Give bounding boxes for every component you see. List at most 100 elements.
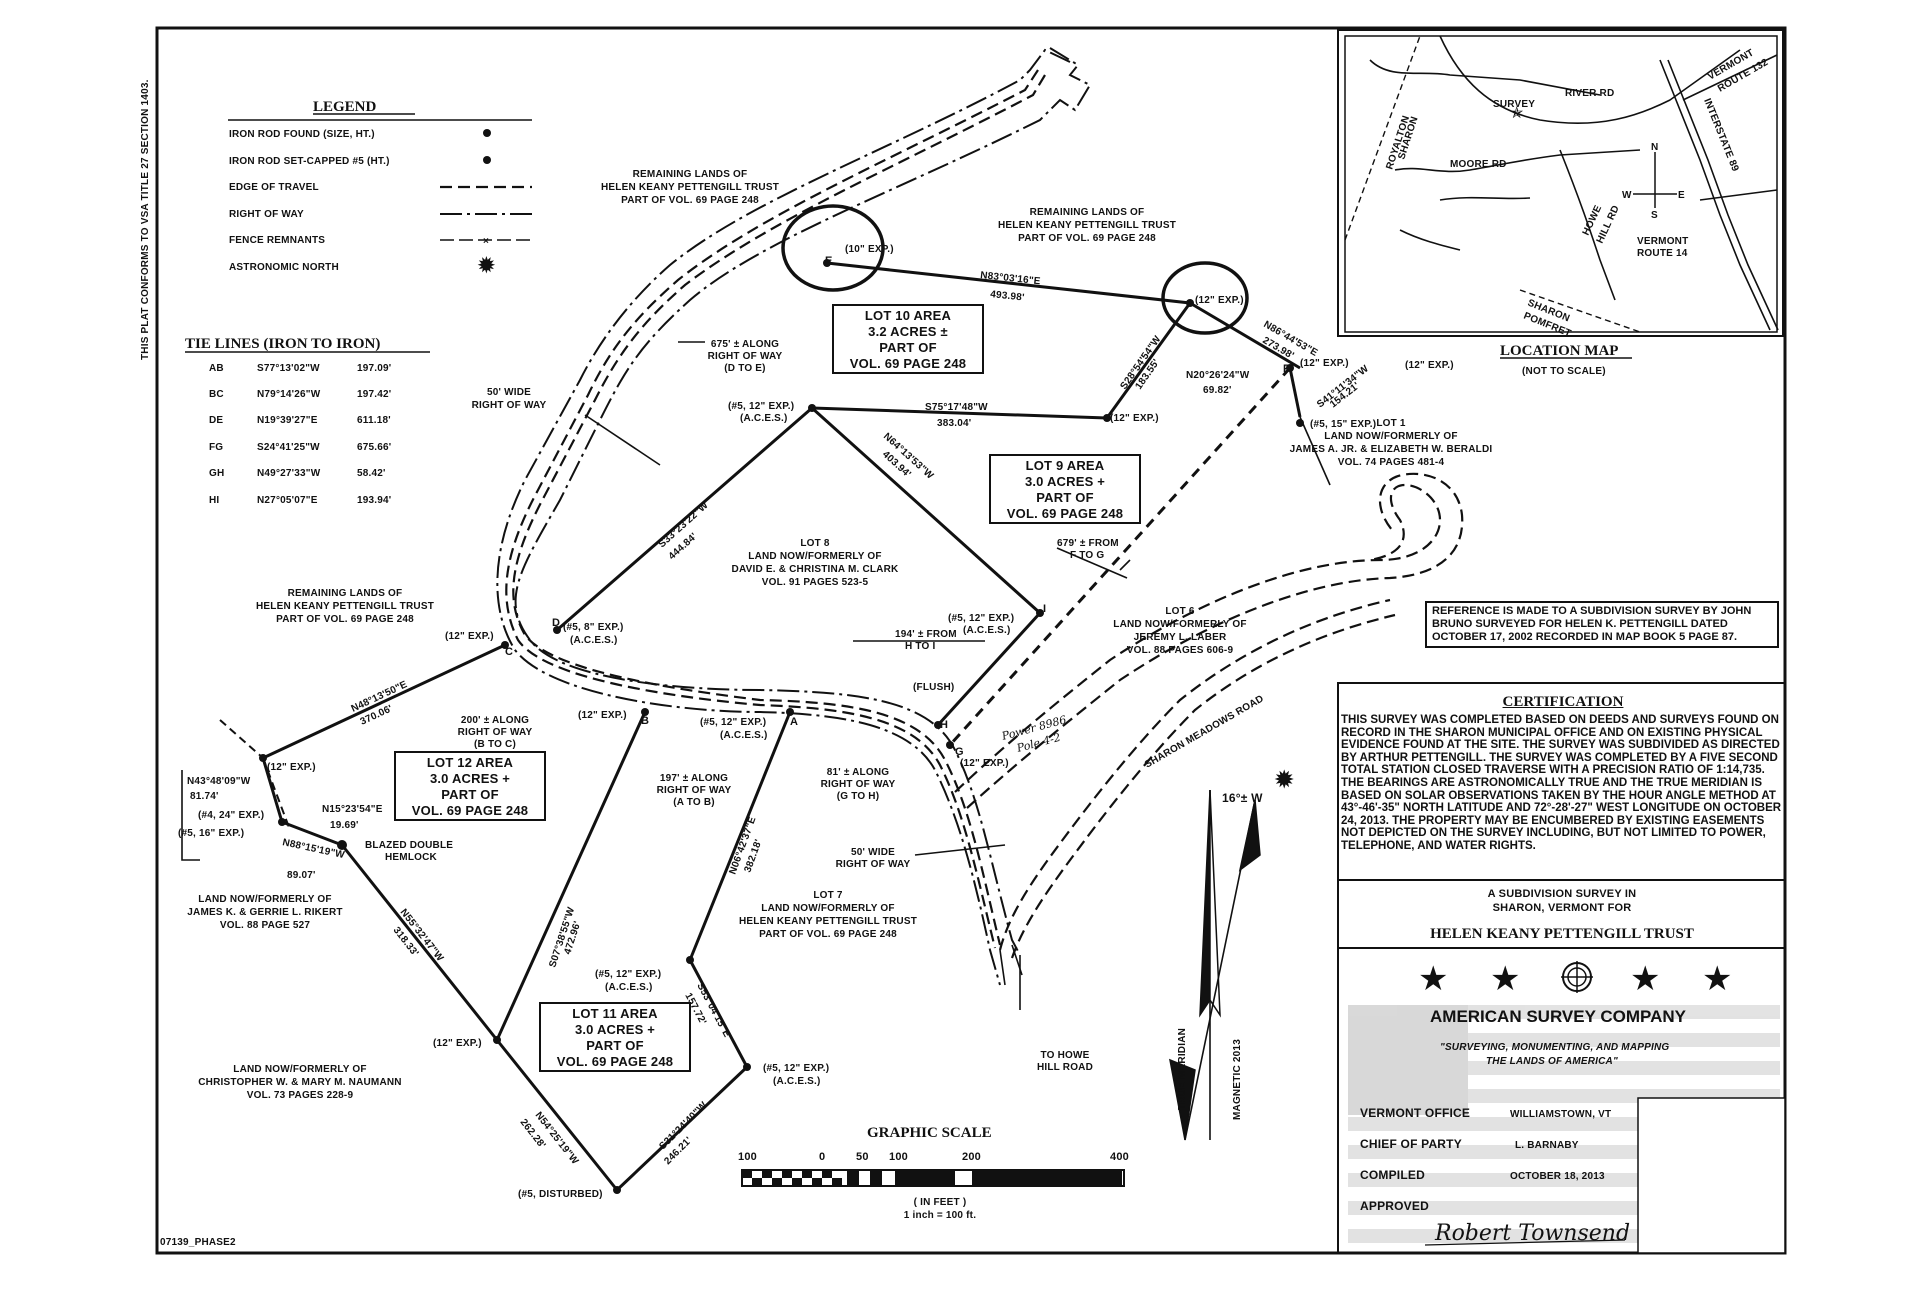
svg-text:×: × (483, 236, 489, 247)
svg-text:(#5, 16" EXP.): (#5, 16" EXP.) (178, 828, 244, 839)
svg-text:D: D (552, 617, 560, 629)
svg-text:HILL ROAD: HILL ROAD (1037, 1062, 1093, 1073)
svg-text:B: B (641, 715, 649, 727)
svg-text:RIGHT OF WAY: RIGHT OF WAY (657, 785, 732, 796)
svg-text:LOT 1: LOT 1 (1376, 418, 1406, 429)
svg-text:50' WIDE: 50' WIDE (851, 847, 895, 858)
legend-item: IRON ROD FOUND (SIZE, HT.) (229, 129, 375, 140)
svg-text:APPROVED: APPROVED (1360, 1199, 1429, 1213)
svg-text:PART OF VOL. 69 PAGE 248: PART OF VOL. 69 PAGE 248 (1018, 233, 1156, 244)
svg-text:★: ★ (1702, 960, 1732, 998)
svg-text:F: F (1283, 363, 1290, 375)
iron-rod-set-symbol (483, 156, 491, 164)
svg-text:383.04': 383.04' (937, 418, 971, 429)
svg-text:W: W (1622, 190, 1632, 201)
svg-text:19.69': 19.69' (330, 820, 359, 831)
svg-text:LOT 12 AREA: LOT 12 AREA (427, 755, 514, 770)
svg-text:(G TO H): (G TO H) (837, 791, 880, 802)
svg-text:SHARON, VERMONT FOR: SHARON, VERMONT FOR (1493, 902, 1632, 914)
svg-text:RIGHT OF WAY: RIGHT OF WAY (708, 351, 783, 362)
svg-text:0: 0 (819, 1151, 825, 1163)
svg-text:(#5, 12" EXP.): (#5, 12" EXP.) (700, 717, 766, 728)
svg-text:"SURVEYING, MONUMENTING, AND M: "SURVEYING, MONUMENTING, AND MAPPING (1440, 1042, 1669, 1053)
svg-text:(12" EXP.): (12" EXP.) (578, 710, 627, 721)
plat-border (155, 26, 1787, 1255)
svg-text:(B TO C): (B TO C) (474, 739, 516, 750)
lot9-area-box: LOT 9 AREA 3.0 ACRES + PART OF VOL. 69 P… (989, 454, 1141, 524)
survey-points (259, 259, 1304, 1194)
svg-text:100: 100 (889, 1151, 908, 1163)
svg-text:3.0 ACRES +: 3.0 ACRES + (430, 771, 510, 786)
svg-text:PART OF: PART OF (879, 340, 937, 355)
svg-text:S77°13'02"W: S77°13'02"W (257, 363, 320, 374)
tie-row: AB S77°13'02"W 197.09' (209, 363, 391, 374)
svg-text:SHARON MEADOWS ROAD: SHARON MEADOWS ROAD (1143, 693, 1266, 770)
svg-text:★: ★ (1418, 960, 1448, 998)
svg-text:(#4, 24" EXP.): (#4, 24" EXP.) (198, 810, 264, 821)
svg-text:197.42': 197.42' (357, 389, 391, 400)
svg-text:LAND NOW/FORMERLY OF: LAND NOW/FORMERLY OF (1113, 619, 1246, 630)
legend-item: RIGHT OF WAY (229, 209, 304, 220)
tie-lines-title: TIE LINES (IRON TO IRON) (185, 336, 380, 352)
iron-rod-found-symbol (483, 129, 491, 137)
svg-text:50' WIDE: 50' WIDE (487, 387, 531, 398)
svg-text:(12" EXP.): (12" EXP.) (1300, 358, 1349, 369)
svg-text:RIGHT OF WAY: RIGHT OF WAY (472, 400, 547, 411)
svg-text:A SUBDIVISION SURVEY IN: A SUBDIVISION SURVEY IN (1488, 888, 1637, 900)
svg-text:VOL. 88 PAGES 606-9: VOL. 88 PAGES 606-9 (1127, 645, 1234, 656)
svg-text:JAMES A. JR. & ELIZABETH W. BE: JAMES A. JR. & ELIZABETH W. BERALDI (1290, 444, 1493, 455)
svg-text:(12" EXP.): (12" EXP.) (433, 1038, 482, 1049)
svg-text:VOL. 69 PAGE 248: VOL. 69 PAGE 248 (412, 803, 528, 818)
tie-row: GH N49°27'33"W 58.42' (209, 468, 385, 479)
svg-text:PART OF VOL. 69 PAGE 248: PART OF VOL. 69 PAGE 248 (759, 929, 897, 940)
svg-text:VOL. 69 PAGE 248: VOL. 69 PAGE 248 (1007, 506, 1123, 521)
svg-text:(A.C.E.S.): (A.C.E.S.) (570, 635, 618, 646)
svg-text:JAMES K. & GERRIE L. RIKERT: JAMES K. & GERRIE L. RIKERT (187, 907, 342, 918)
graphic-scale: GRAPHIC SCALE 100 0 50 100 200 400 ( IN … (738, 1125, 1129, 1221)
svg-text:PART OF VOL. 69 PAGE 248: PART OF VOL. 69 PAGE 248 (276, 614, 414, 625)
owner-labels: REMAINING LANDS OF HELEN KEANY PETTENGIL… (187, 169, 1492, 1101)
svg-text:679' ± FROM: 679' ± FROM (1057, 538, 1119, 549)
star-row: ★★ ★★ (1418, 960, 1732, 998)
svg-text:(#5, 12" EXP.): (#5, 12" EXP.) (728, 401, 794, 412)
svg-text:REMAINING LANDS OF: REMAINING LANDS OF (288, 588, 403, 599)
svg-text:(A.C.E.S.): (A.C.E.S.) (963, 625, 1011, 636)
svg-text:VOL. 91 PAGES 523-5: VOL. 91 PAGES 523-5 (762, 577, 869, 588)
tie-row: BC N79°14'26"W 197.42' (209, 389, 391, 400)
svg-text:MAGNETIC 2013: MAGNETIC 2013 (1232, 1039, 1243, 1120)
svg-text:LAND NOW/FORMERLY OF: LAND NOW/FORMERLY OF (748, 551, 881, 562)
svg-text:E: E (825, 255, 833, 267)
svg-text:INTERSTATE 89: INTERSTATE 89 (1701, 97, 1740, 173)
legend-item: EDGE OF TRAVEL (229, 182, 319, 193)
monument-labels: (10" EXP.) (12" EXP.) (12" EXP.) (12" EX… (178, 244, 1454, 1200)
svg-text:LOT 11 AREA: LOT 11 AREA (572, 1006, 658, 1021)
svg-text:(A.C.E.S.): (A.C.E.S.) (720, 730, 768, 741)
lot-boundaries (181, 261, 1331, 1192)
lot10-area-box: LOT 10 AREA 3.2 ACRES ± PART OF VOL. 69 … (832, 304, 984, 374)
legend-title: LEGEND (313, 99, 377, 115)
svg-text:S24°41'25"W: S24°41'25"W (257, 442, 320, 453)
lot12-area-box: LOT 12 AREA 3.0 ACRES + PART OF VOL. 69 … (394, 751, 546, 821)
svg-text:193.94': 193.94' (357, 495, 391, 506)
svg-text:RIGHT OF WAY: RIGHT OF WAY (821, 779, 896, 790)
svg-text:400: 400 (1110, 1151, 1129, 1163)
svg-text:ROUTE 14: ROUTE 14 (1637, 248, 1688, 259)
svg-text:LOT 9 AREA: LOT 9 AREA (1026, 458, 1105, 473)
survey-location-star-icon: ✯ (1510, 105, 1524, 122)
svg-text:197.09': 197.09' (357, 363, 391, 374)
svg-text:JEREMY L. LABER: JEREMY L. LABER (1134, 632, 1227, 643)
svg-text:VERMONT: VERMONT (1637, 236, 1688, 247)
svg-text:HELEN KEANY PETTENGILL TRUST: HELEN KEANY PETTENGILL TRUST (739, 916, 917, 927)
svg-text:(12" EXP.): (12" EXP.) (960, 758, 1009, 769)
svg-text:L. BARNABY: L. BARNABY (1515, 1140, 1579, 1151)
svg-text:CHRISTOPHER W. & MARY M. NAUMA: CHRISTOPHER W. & MARY M. NAUMANN (198, 1077, 401, 1088)
svg-text:(#5, 12" EXP.): (#5, 12" EXP.) (763, 1063, 829, 1074)
svg-text:TO HOWE: TO HOWE (1041, 1050, 1090, 1061)
svg-text:I: I (1043, 603, 1046, 615)
svg-text:RIVER RD: RIVER RD (1565, 88, 1614, 99)
svg-text:THE LANDS OF AMERICA": THE LANDS OF AMERICA" (1486, 1056, 1618, 1067)
svg-text:81.74': 81.74' (190, 791, 219, 802)
monument-circle-12 (1161, 261, 1249, 335)
svg-text:LOT 10 AREA: LOT 10 AREA (865, 308, 952, 323)
